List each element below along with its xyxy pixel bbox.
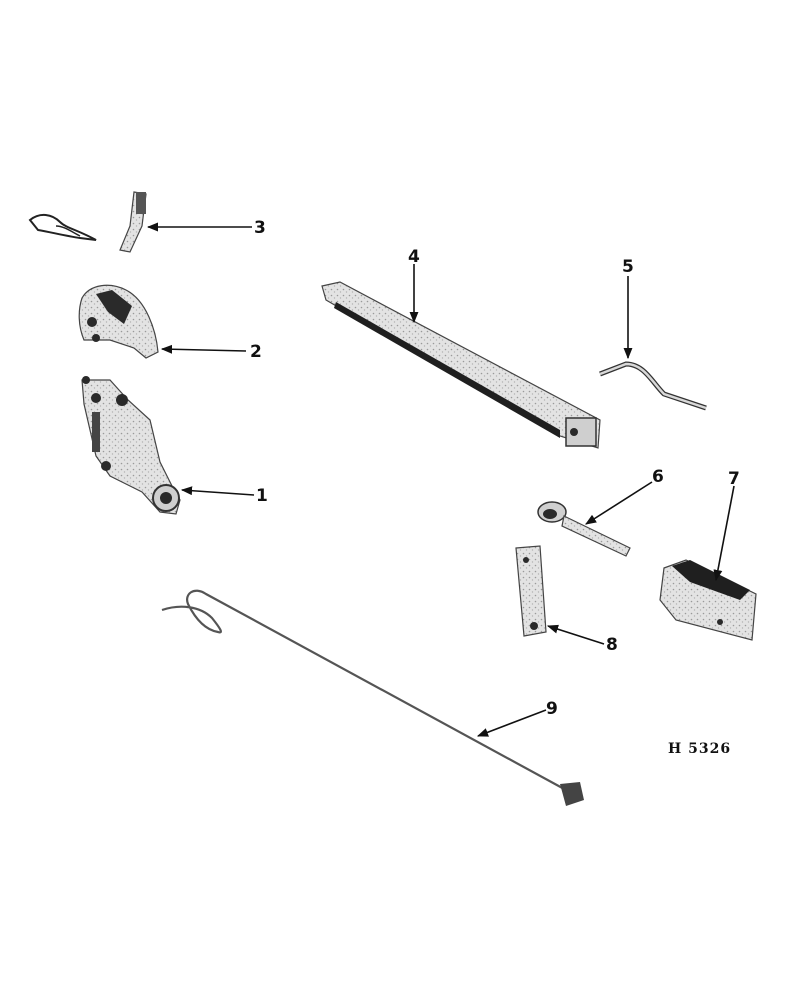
part-5-bent-rod [599,361,707,411]
part-2-bracket [78,284,159,359]
part-6-eye-bolt [537,501,631,557]
leader-8 [546,624,605,645]
leader-2 [160,344,247,354]
part-9-hooked-rod [161,589,584,806]
callout-9: 9 [546,699,558,719]
leader-9 [476,709,547,737]
part-3-cotter-pin [28,214,97,241]
callout-5: 5 [622,257,634,277]
part-7-block [659,559,757,641]
part-1-lever-assembly [81,376,181,515]
callout-2: 2 [250,342,262,362]
callout-1: 1 [256,486,268,506]
callout-4: 4 [408,247,420,267]
callout-7: 7 [728,469,740,489]
figure-id: H 5326 [668,741,731,757]
leader-7 [713,485,735,582]
part-8-link-plate [515,545,547,637]
part-4-bar [321,281,601,449]
leader-1 [180,486,255,496]
leader-6 [585,481,653,525]
callout-8: 8 [606,635,618,655]
callout-6: 6 [652,467,664,487]
part-3-pin [119,191,147,253]
callout-3: 3 [254,218,266,238]
